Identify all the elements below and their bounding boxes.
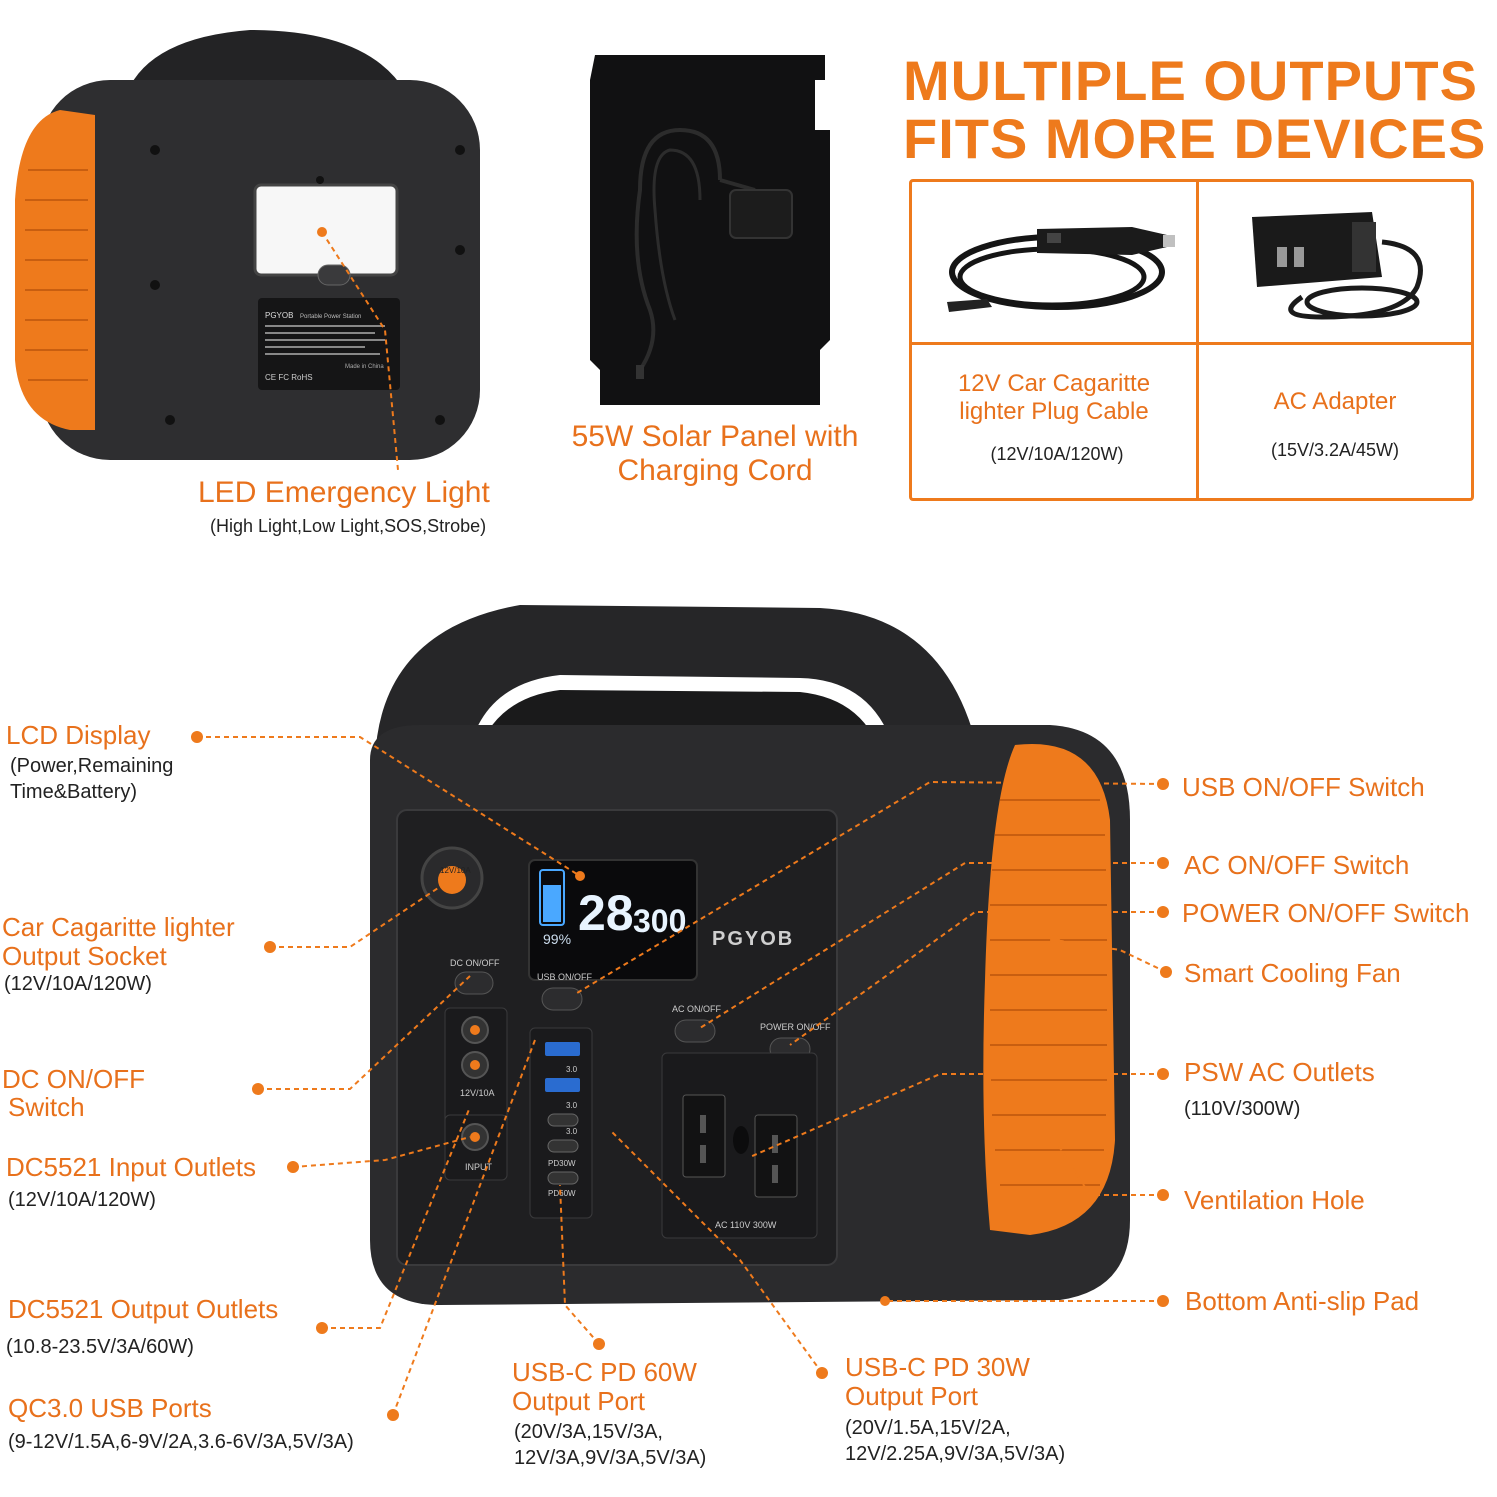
callout-dc-switch-line2: Switch [8, 1092, 85, 1122]
callout-dc-input-title: DC5521 Input Outlets [6, 1152, 257, 1182]
svg-text:CE FC RoHS: CE FC RoHS [265, 373, 313, 382]
accessory-2-spec: (15V/3.2A/45W) [1270, 440, 1400, 460]
led-light-spec: (High Light,Low Light,SOS,Strobe) [210, 516, 487, 536]
callout-car-line1: Car Cagaritte lighter [2, 912, 235, 942]
headline-line1: MULTIPLE OUTPUTS [903, 49, 1478, 112]
callout-dc-switch-line1: DC ON/OFF [2, 1064, 145, 1094]
callout-psw-spec: (110V/300W) [1184, 1098, 1301, 1120]
callout-dc-output-spec: (10.8-23.5V/3A/60W) [6, 1336, 194, 1358]
callout-ventilation: Ventilation Hole [1184, 1185, 1365, 1215]
lcd-secondary-number: 300 [633, 903, 686, 939]
lcd-screen [528, 859, 698, 981]
svg-text:12V/10A: 12V/10A [460, 1088, 495, 1098]
accessory-2-title: AC Adapter [1273, 388, 1397, 415]
callout-cooling-fan: Smart Cooling Fan [1184, 958, 1401, 988]
car-plug-cable-image [947, 227, 1175, 312]
solar-panel-image [590, 55, 830, 405]
svg-text:12V/10A: 12V/10A [440, 866, 471, 875]
solar-panel-line1: 55W Solar Panel with [571, 420, 859, 453]
solar-panel-line2: Charging Cord [617, 454, 813, 487]
callout-pd30-spec2: 12V/2.25A,9V/3A,5V/3A) [845, 1443, 1066, 1465]
callout-pd60-line1: USB-C PD 60W [512, 1357, 697, 1387]
svg-text:DC ON/OFF: DC ON/OFF [450, 958, 500, 968]
svg-text:99%: 99% [543, 931, 571, 947]
callout-car-line2: Output Socket [2, 941, 167, 971]
callout-pd30-line1: USB-C PD 30W [845, 1352, 1030, 1382]
led-light-title: LED Emergency Light [198, 476, 490, 509]
power-station-image: 12V/10A 28 300 99% PGYOB DC ON/OFF USB O… [191, 605, 1172, 1421]
ac-adapter-image [1252, 212, 1423, 320]
svg-text:Portable Power Station: Portable Power Station [300, 314, 361, 320]
callout-car-spec: (12V/10A/120W) [4, 973, 152, 995]
back-brand: PGYOB [265, 311, 293, 320]
callout-lcd-line1: (Power,Remaining [10, 755, 174, 777]
callout-usb-switch: USB ON/OFF Switch [1182, 772, 1425, 802]
callout-lcd-line2: Time&Battery) [10, 781, 138, 803]
callout-dc-output-title: DC5521 Output Outlets [8, 1294, 279, 1324]
accessory-1-title-line1: 12V Car Cagaritte [957, 370, 1151, 397]
headline-line2: FITS MORE DEVICES [903, 107, 1487, 170]
callout-qc-title: QC3.0 USB Ports [8, 1393, 212, 1423]
callout-pd60-line2: Output Port [512, 1386, 645, 1416]
lcd-main-number: 28 [578, 885, 634, 941]
callout-pd30-line2: Output Port [845, 1381, 978, 1411]
callout-qc-spec: (9-12V/1.5A,6-9V/2A,3.6-6V/3A,5V/3A) [8, 1431, 354, 1453]
svg-text:INPUT: INPUT [465, 1162, 493, 1172]
svg-text:Made in China: Made in China [345, 364, 384, 370]
callout-pd60-spec1: (20V/3A,15V/3A, [514, 1421, 663, 1443]
svg-text:3.0: 3.0 [566, 1127, 578, 1136]
device-brand: PGYOB [712, 928, 794, 950]
accessory-1-spec: (12V/10A/120W) [990, 444, 1124, 464]
svg-text:PD60W: PD60W [548, 1189, 576, 1198]
svg-text:USB ON/OFF: USB ON/OFF [537, 972, 593, 982]
svg-text:3.0: 3.0 [566, 1101, 578, 1110]
svg-text:AC ON/OFF: AC ON/OFF [672, 1004, 722, 1014]
callout-pd60-spec2: 12V/3A,9V/3A,5V/3A) [514, 1447, 707, 1469]
svg-text:3.0: 3.0 [566, 1065, 578, 1074]
callout-lcd-title: LCD Display [6, 720, 151, 750]
device-back-image: PGYOB Portable Power Station CE FC RoHS … [15, 30, 480, 471]
callout-power-switch: POWER ON/OFF Switch [1182, 898, 1470, 928]
accessory-table: 12V Car Cagaritte lighter Plug Cable (12… [909, 179, 1474, 501]
callout-anti-slip: Bottom Anti-slip Pad [1185, 1286, 1420, 1316]
callout-pd30-spec1: (20V/1.5A,15V/2A, [845, 1417, 1011, 1439]
svg-text:PD30W: PD30W [548, 1159, 576, 1168]
svg-text:AC 110V 300W: AC 110V 300W [715, 1220, 777, 1230]
accessory-1-title-line2: lighter Plug Cable [959, 398, 1149, 425]
callout-ac-switch: AC ON/OFF Switch [1184, 850, 1410, 880]
callout-dc-input-spec: (12V/10A/120W) [8, 1189, 156, 1211]
callout-psw-title: PSW AC Outlets [1184, 1057, 1375, 1087]
svg-text:POWER ON/OFF: POWER ON/OFF [760, 1022, 831, 1032]
